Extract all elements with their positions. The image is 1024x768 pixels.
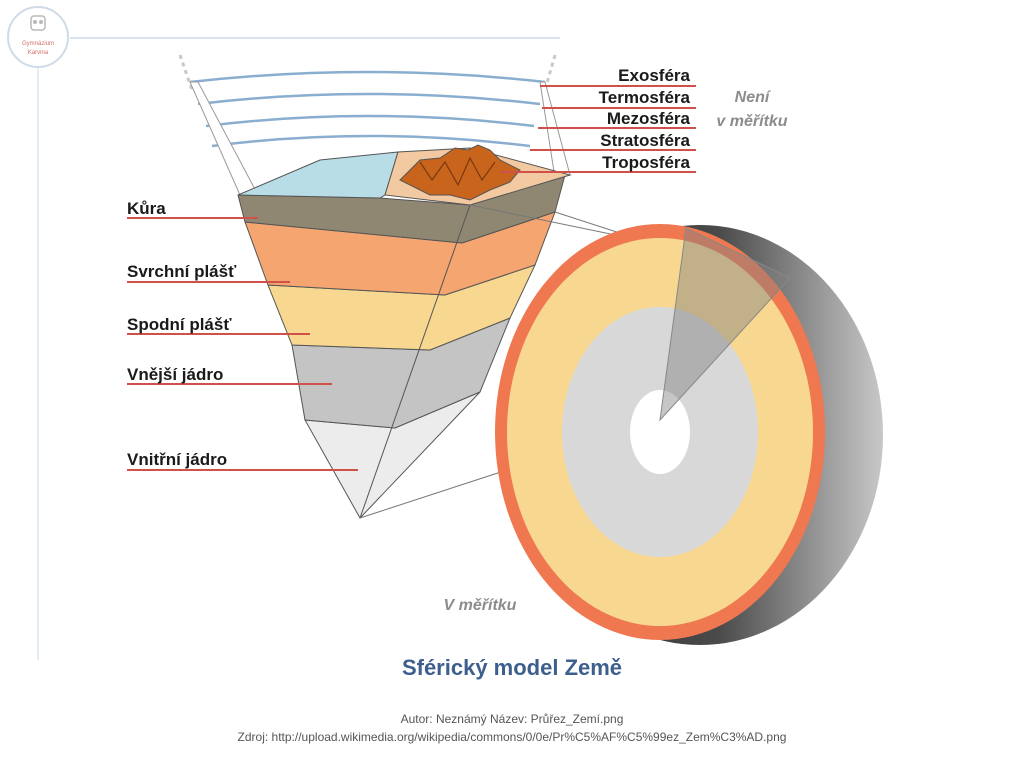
label-outer-core: Vnější jádro <box>127 365 223 384</box>
mountains <box>399 144 521 201</box>
sphere-inner-core <box>630 390 690 474</box>
logo-text-line1: Gymnázium <box>22 41 54 47</box>
note-not-to-scale-line1: Není <box>735 89 772 106</box>
ocean-surface <box>237 151 399 199</box>
label-stratosphere: Stratosféra <box>600 131 690 150</box>
atmosphere-arcs <box>189 70 546 148</box>
label-mesosphere: Mezosféra <box>607 109 691 128</box>
label-lower-mantle: Spodní plášť <box>127 315 232 334</box>
label-thermosphere: Termosféra <box>599 88 691 107</box>
label-crust: Kůra <box>127 199 166 218</box>
label-troposphere: Troposféra <box>602 153 690 172</box>
label-inner-core: Vnitřní jádro <box>127 450 227 469</box>
figure-caption: Sférický model Země <box>401 655 623 680</box>
note-not-to-scale-line2: v měřítku <box>716 113 787 130</box>
earth-wedge <box>189 81 572 519</box>
label-upper-mantle: Svrchní plášť <box>127 262 237 281</box>
image-author-credit: Autor: Neznámý Název: Průřez_Zemí.png <box>400 712 624 726</box>
slide-frame <box>37 37 560 660</box>
note-to-scale: V měřítku <box>444 597 517 614</box>
school-logo: Gymnázium Karvina <box>7 6 69 68</box>
crust-region <box>237 174 566 244</box>
atmosphere-edges <box>178 54 557 91</box>
label-exosphere: Exosféra <box>618 66 690 85</box>
leader-lines <box>127 85 696 471</box>
earth-sphere-section <box>495 224 883 645</box>
logo-text-line2: Karvina <box>28 50 49 56</box>
image-source-credit: Zdroj: http://upload.wikimedia.org/wikip… <box>237 730 787 744</box>
